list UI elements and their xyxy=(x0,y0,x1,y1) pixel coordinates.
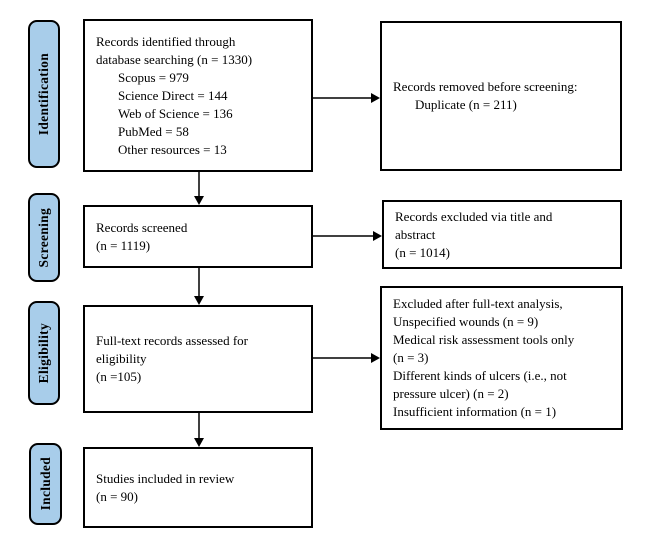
text-line: PubMed = 58 xyxy=(118,123,189,139)
stage-eligibility-label: Eligibility xyxy=(36,322,51,384)
box-studies-included: Studies included in review (n = 90) xyxy=(83,447,313,528)
text-line: Other resources = 13 xyxy=(118,141,227,157)
text-line: Science Direct = 144 xyxy=(118,87,228,103)
text-line: Studies included in review xyxy=(96,470,235,486)
text-line: Duplicate (n = 211) xyxy=(415,97,517,112)
stage-eligibility: Eligibility xyxy=(28,301,60,405)
stage-screening-label: Screening xyxy=(36,207,51,268)
text-line: Excluded after full-text analysis, xyxy=(393,296,563,311)
text-line: Insufficient information (n = 1) xyxy=(393,404,557,419)
text-line: Web of Science = 136 xyxy=(118,105,233,121)
box-records-excluded-title-abstract: Records excluded via title and abstract (n… xyxy=(382,200,622,269)
text-line: (n =105) xyxy=(96,369,142,384)
stage-screening: Screening xyxy=(28,193,60,282)
arrow-fulltext-to-excluded xyxy=(313,353,380,363)
text-line: Full-text records assessed for xyxy=(96,333,248,348)
box-records-removed-before-screening: Records removed before screening: Duplica… xyxy=(380,21,622,171)
text-line: Records removed before screening: xyxy=(393,79,578,94)
text-line: eligibility xyxy=(96,351,147,366)
stage-included-label: Included xyxy=(37,457,53,511)
text-line: (n = 1014) xyxy=(395,244,450,260)
arrow-fulltext-to-included xyxy=(194,413,204,447)
text-line: (n = 1119) xyxy=(96,237,151,253)
text-line: pressure ulcer) (n = 2) xyxy=(393,386,509,401)
text-line: Unspecified wounds (n = 9) xyxy=(393,314,539,329)
text-line: Medical risk assessment tools only xyxy=(393,332,575,347)
arrow-screened-to-excluded xyxy=(313,231,382,241)
text-line: abstract xyxy=(395,226,436,242)
box-excluded-after-fulltext: Excluded after full-text analysis, Unspec… xyxy=(380,286,623,430)
arrow-identified-to-screened xyxy=(194,172,204,205)
text-line: Records screened xyxy=(96,219,188,235)
text-line: Records excluded via title and xyxy=(395,208,553,224)
text-line: Records identified through xyxy=(96,33,236,49)
stage-included: Included xyxy=(29,443,62,525)
box-records-identified: Records identified through database searc… xyxy=(83,19,313,172)
text-line: (n = 3) xyxy=(393,350,429,365)
stage-identification-label: Identification xyxy=(36,52,51,136)
box-fulltext-assessed: Full-text records assessed for eligibilit… xyxy=(83,305,313,413)
arrow-identified-to-removed xyxy=(313,93,380,103)
text-line: Scopus = 979 xyxy=(118,69,189,85)
arrow-screened-to-fulltext xyxy=(194,268,204,305)
text-line: database searching (n = 1330) xyxy=(96,51,253,67)
stage-identification: Identification xyxy=(28,20,60,168)
text-line: (n = 90) xyxy=(96,488,138,504)
text-line: Different kinds of ulcers (i.e., not xyxy=(393,368,567,383)
box-records-screened: Records screened (n = 1119) xyxy=(83,205,313,268)
